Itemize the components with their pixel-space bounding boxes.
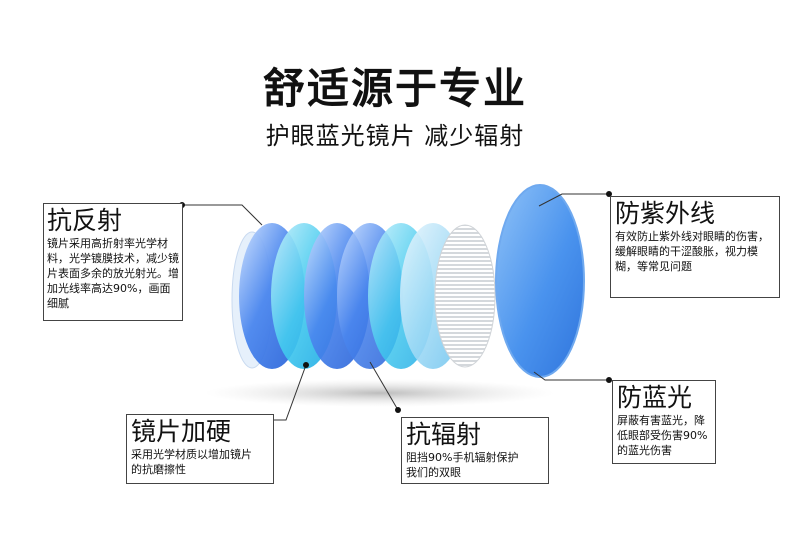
lens-striped	[434, 224, 496, 368]
feature-anti-radiation-desc: 阻挡90%手机辐射保护我们的双眼	[406, 451, 519, 479]
feature-blue-light-title: 防蓝光	[617, 383, 693, 412]
feature-anti-radiation: 抗辐射 阻挡90%手机辐射保护我们的双眼	[401, 417, 549, 484]
feature-blue-light-desc: 屏蔽有害蓝光，降低眼部受伤害90%的蓝光伤害	[617, 414, 708, 457]
page-title: 舒适源于专业	[262, 64, 527, 113]
feature-uv-protection-title: 防紫外线	[615, 199, 716, 228]
feature-blue-light: 防蓝光 屏蔽有害蓝光，降低眼部受伤害90%的蓝光伤害	[612, 380, 716, 464]
feature-uv-protection-desc: 有效防止紫外线对眼睛的伤害，缓解眼睛的干涩酸胀，视力模糊，等常见问题	[615, 230, 769, 273]
feature-anti-reflection-title: 抗反射	[47, 206, 123, 235]
page-subtitle: 护眼蓝光镜片 减少辐射	[265, 122, 525, 150]
feature-hardening-title: 镜片加硬	[131, 417, 232, 446]
feature-anti-reflection-desc: 镜片采用高折射率光学材料，光学镀膜技术，减少镜片表面多余的放光射光。增加光线率高…	[47, 237, 179, 310]
lens-big	[495, 184, 585, 378]
feature-anti-radiation-title: 抗辐射	[406, 420, 482, 449]
feature-hardening: 镜片加硬 采用光学材质以增加镜片的抗磨擦性	[126, 414, 274, 484]
floor-shadow	[205, 379, 555, 407]
feature-uv-protection: 防紫外线 有效防止紫外线对眼睛的伤害，缓解眼睛的干涩酸胀，视力模糊，等常见问题	[610, 196, 780, 298]
feature-hardening-desc: 采用光学材质以增加镜片的抗磨擦性	[131, 448, 252, 476]
feature-anti-reflection: 抗反射 镜片采用高折射率光学材料，光学镀膜技术，减少镜片表面多余的放光射光。增加…	[43, 203, 183, 321]
